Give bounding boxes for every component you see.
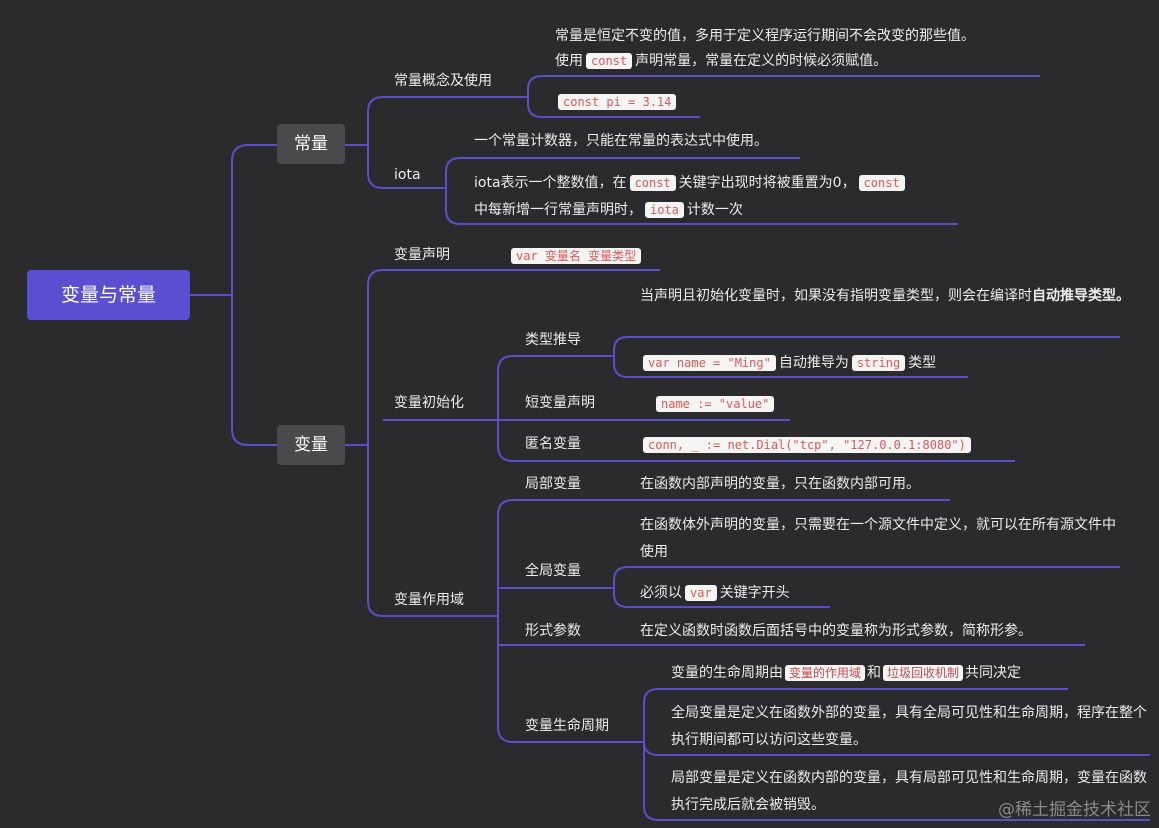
constant-concept-desc1: 常量是恒定不变的值，多用于定义程序运行期间不会改变的那些值。 (555, 28, 975, 44)
var-name-code: var name = "Ming" (643, 355, 776, 371)
anon-var-code-wrap: conn, _ := net.Dial("tcp", "127.0.0.1:80… (640, 435, 974, 455)
var-scope-label[interactable]: 变量作用域 (394, 592, 464, 608)
short-decl-code-wrap: name := "value" (653, 394, 777, 414)
local-var-label[interactable]: 局部变量 (525, 476, 581, 492)
lifecycle-d1-mid: 和 (867, 665, 882, 681)
constant-example: const pi = 3.14 (555, 92, 679, 112)
local-var-desc: 在函数内部声明的变量，只在函数内部可用。 (640, 476, 920, 492)
iota-const-code-1: const (629, 175, 676, 191)
global-desc2-pre: 必须以 (640, 585, 682, 601)
param-desc: 在定义函数时函数后面括号中的变量称为形式参数，简称形参。 (640, 623, 1032, 639)
root-node[interactable]: 变量与常量 (27, 270, 190, 320)
iota-code: iota (645, 202, 684, 218)
type-infer-desc-bold: 自动推导类型。 (1032, 288, 1130, 304)
var-init-label[interactable]: 变量初始化 (394, 395, 464, 411)
short-decl-code: name := "value" (656, 396, 775, 412)
iota-desc2-a: iota表示一个整数值，在 (474, 175, 627, 191)
lifecycle-d1-pre: 变量的生命周期由 (671, 665, 783, 681)
param-label[interactable]: 形式参数 (525, 623, 581, 639)
const-pi-code: const pi = 3.14 (558, 94, 677, 110)
const-keyword-code: const (586, 53, 633, 69)
global-var-desc1: 在函数体外声明的变量，只需要在一个源文件中定义，就可以在所有源文件中使用 (640, 517, 1116, 560)
global-var-label[interactable]: 全局变量 (525, 563, 581, 579)
type-infer-desc: 当声明且初始化变量时，如果没有指明变量类型，则会在编译时自动推导类型。 (640, 283, 1140, 310)
constant-desc2-post: 声明常量，常量在定义的时候必须赋值。 (635, 53, 888, 69)
scope-chip: 变量的作用域 (785, 665, 866, 681)
variable-node[interactable]: 变量 (277, 425, 345, 465)
constant-desc2-pre: 使用 (555, 53, 583, 69)
iota-desc2-c: 中每新增一行常量声明时， (474, 202, 642, 218)
lifecycle-desc3: 局部变量是定义在函数内部的变量，具有局部可见性和生命周期，变量在函数执行完成后就… (671, 770, 1147, 813)
lifecycle-d1-post: 共同决定 (965, 665, 1022, 681)
lifecycle-label[interactable]: 变量生命周期 (525, 718, 609, 734)
iota-desc2-b: 关键字出现时将被重置为0， (678, 175, 856, 191)
type-infer-mid: 自动推导为 (778, 355, 849, 371)
short-decl-label[interactable]: 短变量声明 (525, 395, 595, 411)
gc-chip: 垃圾回收机制 (883, 665, 964, 681)
type-infer-post: 类型 (908, 355, 937, 371)
string-code: string (851, 355, 906, 371)
iota-const-code-2: const (858, 175, 905, 191)
watermark: @稀土掘金技术社区 (998, 800, 1151, 820)
constant-concept-label[interactable]: 常量概念及使用 (394, 73, 492, 89)
constant-node[interactable]: 常量 (277, 124, 345, 164)
lifecycle-desc1: 变量的生命周期由变量的作用域和垃圾回收机制共同决定 (671, 663, 1021, 683)
var-decl-code-wrap: var 变量名 变量类型 (508, 246, 644, 266)
type-infer-desc-pre: 当声明且初始化变量时，如果没有指明变量类型，则会在编译时 (640, 288, 1032, 304)
lifecycle-desc2: 全局变量是定义在函数外部的变量，具有全局可见性和生命周期，程序在整个执行期间都可… (671, 705, 1147, 748)
iota-desc2-d: 计数一次 (686, 202, 743, 218)
var-decl-code: var 变量名 变量类型 (511, 248, 642, 264)
iota-label[interactable]: iota (394, 167, 421, 183)
anon-var-code: conn, _ := net.Dial("tcp", "127.0.0.1:80… (643, 437, 971, 453)
global-desc2-post: 关键字开头 (719, 585, 790, 601)
var-decl-label[interactable]: 变量声明 (394, 247, 450, 263)
iota-desc1: 一个常量计数器，只能在常量的表达式中使用。 (474, 133, 768, 149)
var-keyword-code: var (685, 585, 717, 601)
anon-var-label[interactable]: 匿名变量 (525, 436, 581, 452)
type-infer-label[interactable]: 类型推导 (525, 332, 581, 348)
